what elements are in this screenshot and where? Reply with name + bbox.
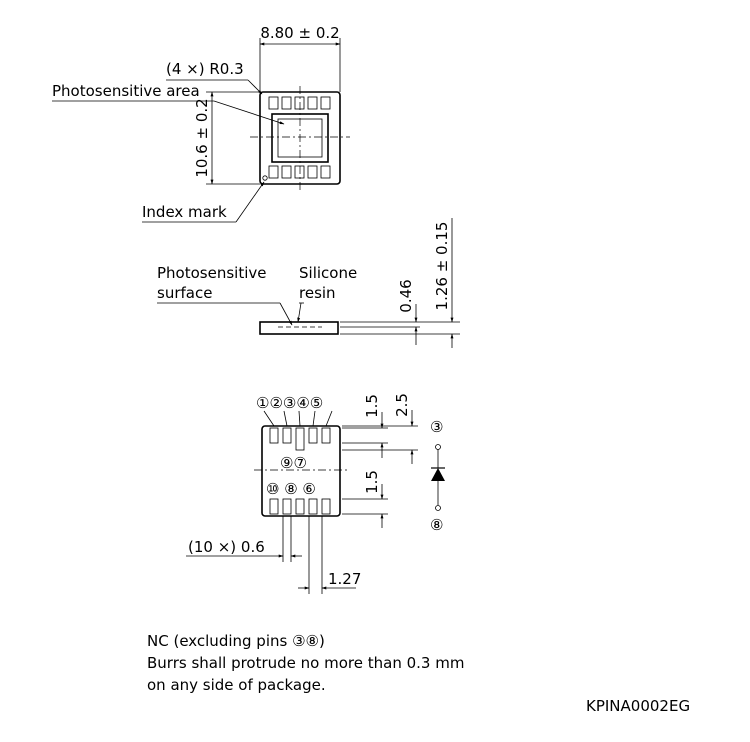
bottom-pin-row — [268, 165, 331, 179]
height-dimension: 10.6 ± 0.2 — [193, 98, 211, 177]
pad-width-dimension: (10 ×) 0.6 — [188, 538, 265, 556]
note-line-1: NC (excluding pins ③⑧) — [147, 632, 325, 650]
index-mark — [262, 175, 268, 181]
index-mark-label: Index mark — [142, 203, 227, 221]
top-view: 8.80 ± 0.2 (4 ×) R0.3 Photosensitive are… — [52, 24, 350, 223]
dim-1-5-mid: 1.5 — [363, 470, 381, 494]
thickness-dimension: 1.26 ± 0.15 — [433, 222, 451, 311]
diode-schematic: ③ ⑧ — [430, 418, 445, 534]
bottom-view: ①②③④⑤ ⑨⑦ ⑩ ⑧ ⑥ 1.5 2.5 1.5 (10 ×) 0.6 — [186, 393, 418, 594]
dim-1-5-top: 1.5 — [363, 394, 381, 418]
pin-labels-mid: ⑨⑦ — [280, 454, 307, 472]
bottom-pads — [269, 498, 331, 515]
photosensitive-surface-label-1: Photosensitive — [157, 264, 266, 282]
diode-triangle — [431, 468, 445, 481]
pin-labels-bottom: ⑩ ⑧ ⑥ — [266, 480, 316, 498]
note-line-3: on any side of package. — [147, 676, 326, 694]
side-view: Photosensitive surface Silicone resin 0.… — [157, 218, 460, 348]
note-line-2: Burrs shall protrude no more than 0.3 mm — [147, 654, 465, 672]
package-body-bottom — [261, 425, 341, 517]
package-body-side — [259, 321, 339, 335]
silicone-resin-label-1: Silicone — [299, 264, 357, 282]
photosensitive-area-label: Photosensitive area — [52, 82, 200, 100]
cathode-pin-label: ⑧ — [430, 516, 443, 534]
top-pads — [269, 427, 331, 451]
silicone-resin-label-2: resin — [299, 284, 336, 302]
corner-radius-label: (4 ×) R0.3 — [166, 60, 244, 78]
pin-labels-top: ①②③④⑤ — [256, 394, 323, 412]
anode-pin-label: ③ — [430, 418, 443, 436]
pitch-dimension: 1.27 — [328, 570, 361, 588]
depth-dimension: 0.46 — [397, 279, 415, 312]
photosensitive-surface-label-2: surface — [157, 284, 212, 302]
width-dimension: 8.80 ± 0.2 — [260, 24, 339, 42]
top-pin-row — [268, 96, 331, 110]
dim-2-5: 2.5 — [393, 393, 411, 417]
drawing-code: KPINA0002EG — [586, 697, 691, 715]
